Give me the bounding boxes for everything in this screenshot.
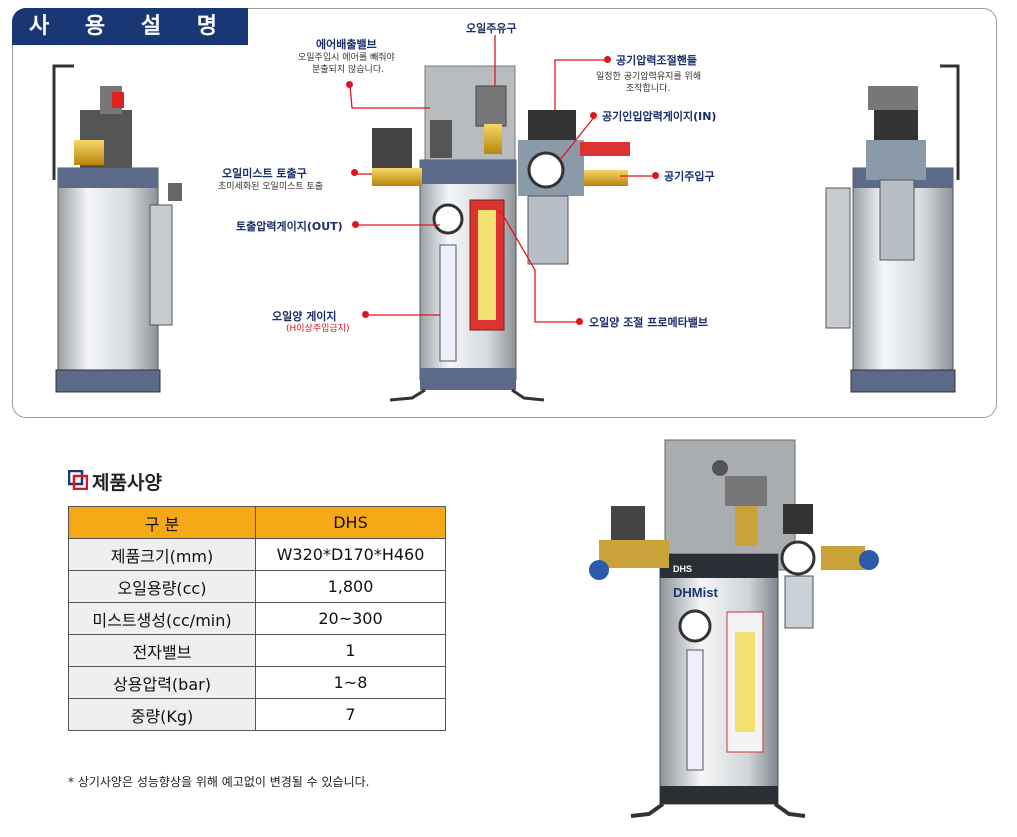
callout-dot <box>604 56 611 63</box>
spec-value: 1,800 <box>255 570 446 603</box>
spec-value: W320*D170*H460 <box>255 538 446 571</box>
callout-dot <box>351 169 358 176</box>
spec-value: 1~8 <box>255 666 446 699</box>
spec-value: 20~300 <box>255 602 446 635</box>
left-side-view <box>52 64 182 393</box>
product-diagram <box>52 35 960 402</box>
right-side-view <box>825 64 960 393</box>
callout-air-inlet-gauge: 공기인입압력게이지(IN) <box>602 110 717 123</box>
spec-key: 상용압력(bar) <box>68 666 256 699</box>
callout-air-handle-desc-2: 조작합니다. <box>626 84 671 94</box>
spec-key: 전자밸브 <box>68 634 256 667</box>
table-row: 제품크기(mm)W320*D170*H460 <box>68 538 446 571</box>
spec-value: 7 <box>255 698 446 731</box>
callout-dot <box>652 172 659 179</box>
callout-mist-outlet-desc: 초미세화된 오일미스트 토출 <box>218 182 324 192</box>
specs-footnote: * 상기사양은 성능향상을 위해 예고없이 변경될 수 있습니다. <box>68 775 370 789</box>
callout-air-exhaust-desc-1: 오일주입시 에어를 빼줘야 <box>298 53 395 63</box>
spec-key: 오일용량(cc) <box>68 570 256 603</box>
callout-dot <box>576 318 583 325</box>
leader-lines <box>349 35 655 323</box>
specs-header-model: DHS <box>255 506 446 539</box>
spec-key: 제품크기(mm) <box>68 538 256 571</box>
callout-air-handle-desc-1: 일정한 공기압력유지를 위해 <box>596 72 702 82</box>
table-row: 미스트생성(cc/min)20~300 <box>68 602 446 635</box>
callout-dot <box>346 81 353 88</box>
callout-oil-flow-meter-valve: 오일양 조절 프로메타밸브 <box>589 316 708 329</box>
specs-header-row: 구 분 DHS <box>68 506 446 539</box>
spec-key: 중량(Kg) <box>68 698 256 731</box>
table-row: 중량(Kg)7 <box>68 698 446 731</box>
callout-dot <box>352 221 359 228</box>
callout-air-exhaust-desc-2: 분출되지 않습니다. <box>312 65 384 75</box>
callout-oil-level-gauge: 오일양 게이지 <box>272 310 337 323</box>
spec-value: 1 <box>255 634 446 667</box>
table-row: 오일용량(cc)1,800 <box>68 570 446 603</box>
manual-title: 사 용 설 명 서 <box>12 8 248 76</box>
callout-oil-fill-port: 오일주유구 <box>466 22 517 35</box>
callout-air-pressure-handle: 공기압력조절핸들 <box>616 54 697 67</box>
center-front-view <box>372 65 630 402</box>
specs-table: 구 분 DHS 제품크기(mm)W320*D170*H460 오일용량(cc)1… <box>68 506 446 731</box>
photo-brand-label: DHMist <box>673 585 718 600</box>
specs-title-icon <box>68 470 88 490</box>
spec-key: 미스트생성(cc/min) <box>68 602 256 635</box>
callout-air-inlet: 공기주입구 <box>664 170 715 183</box>
callout-oil-level-note: (H이상주입금지) <box>286 324 350 334</box>
callout-mist-outlet: 오일미스트 토출구 <box>222 167 307 180</box>
product-photo: DHMist DHS <box>589 439 879 818</box>
callout-dot <box>590 112 597 119</box>
photo-model-label: DHS <box>673 564 692 574</box>
callout-air-exhaust-valve: 에어배출밸브 <box>316 38 377 51</box>
callout-outlet-pressure-gauge: 토출압력게이지(OUT) <box>236 220 343 233</box>
specs-title: 제품사양 <box>92 472 162 494</box>
specs-header-category: 구 분 <box>68 506 256 539</box>
table-row: 상용압력(bar)1~8 <box>68 666 446 699</box>
callout-dot <box>362 311 369 318</box>
